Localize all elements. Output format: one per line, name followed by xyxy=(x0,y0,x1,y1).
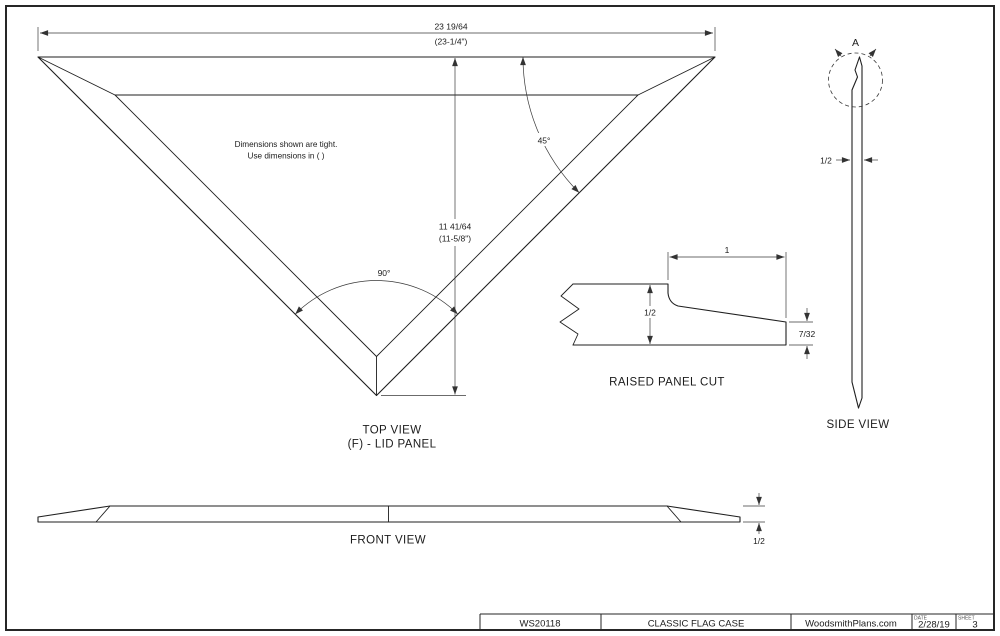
tongue-thickness-value: 7/32 xyxy=(799,329,816,339)
front-thickness-value: 1/2 xyxy=(753,536,765,546)
detail-a-label: A xyxy=(852,37,859,49)
side-profile-left-edge xyxy=(851,56,861,409)
publisher-name: WoodsmithPlans.com xyxy=(805,619,897,630)
angle-45-dimension: 45° xyxy=(520,56,580,194)
raised-panel-cut-detail: 1 1/2 7/32 RAISED PANEL CUT xyxy=(559,245,816,389)
sheet-number: 3 xyxy=(972,620,977,631)
date-label: DATE xyxy=(914,616,928,622)
front-profile-outline xyxy=(37,505,741,523)
side-thickness-dimension: 1/2 xyxy=(820,156,878,166)
title-block: WS20118 CLASSIC FLAG CASE WoodsmithPlans… xyxy=(479,613,994,631)
note-line-1: Dimensions shown are tight. xyxy=(235,140,338,149)
raised-panel-profile-outline xyxy=(572,283,787,346)
front-left-bevel-line xyxy=(95,505,111,523)
side-profile-right-edge xyxy=(857,56,863,409)
panel-thickness-value: 1/2 xyxy=(644,308,656,318)
sheet-border xyxy=(5,5,995,631)
front-view: 1/2 FRONT VIEW xyxy=(37,493,765,547)
width-dimension-value: 23 19/64 xyxy=(434,22,467,32)
angle-90-dimension: 90° xyxy=(294,265,459,315)
side-view: A 1/2 SIDE VIEW xyxy=(820,37,889,431)
tongue-thickness-dimension: 7/32 xyxy=(789,308,816,359)
front-thickness-dimension: 1/2 xyxy=(743,493,765,546)
tongue-width-dimension: 1 xyxy=(667,245,787,318)
height-dimension-alt-value: (11-5/8") xyxy=(439,234,471,244)
plan-number: WS20118 xyxy=(519,619,560,630)
width-dimension: 23 19/64 (23-1/4") xyxy=(37,22,716,51)
panel-thickness-dimension: 1/2 xyxy=(637,285,663,344)
lid-panel-raised-field-outline xyxy=(114,94,639,357)
tongue-width-value: 1 xyxy=(725,245,730,255)
angle-90-value: 90° xyxy=(378,268,391,278)
angle-45-value: 45° xyxy=(538,136,551,146)
break-line xyxy=(559,283,580,346)
lid-panel-outer-outline xyxy=(37,56,716,397)
top-view: 23 19/64 (23-1/4") 11 41/64 (11-5/8") 45… xyxy=(37,22,716,451)
side-view-label: SIDE VIEW xyxy=(826,419,889,431)
top-view-sublabel: (F) - LID PANEL xyxy=(348,439,437,451)
detail-a-callout: A xyxy=(828,37,883,108)
width-dimension-alt-value: (23-1/4") xyxy=(435,37,468,47)
plan-title: CLASSIC FLAG CASE xyxy=(648,619,745,630)
top-view-label: TOP VIEW xyxy=(362,425,421,437)
dimension-note: Dimensions shown are tight. Use dimensio… xyxy=(235,140,338,161)
sheet-label: SHEET xyxy=(958,616,975,622)
front-right-bevel-line xyxy=(666,505,682,523)
note-line-2: Use dimensions in ( ) xyxy=(248,152,325,161)
height-dimension-value: 11 41/64 xyxy=(439,222,472,232)
detail-a-circle xyxy=(828,52,883,108)
front-view-label: FRONT VIEW xyxy=(350,535,426,547)
height-dimension: 11 41/64 (11-5/8") xyxy=(381,58,484,396)
date-value: 2/28/19 xyxy=(918,620,950,631)
miter-lines xyxy=(37,56,716,396)
raised-panel-cut-label: RAISED PANEL CUT xyxy=(609,377,725,389)
side-thickness-value: 1/2 xyxy=(820,156,832,166)
